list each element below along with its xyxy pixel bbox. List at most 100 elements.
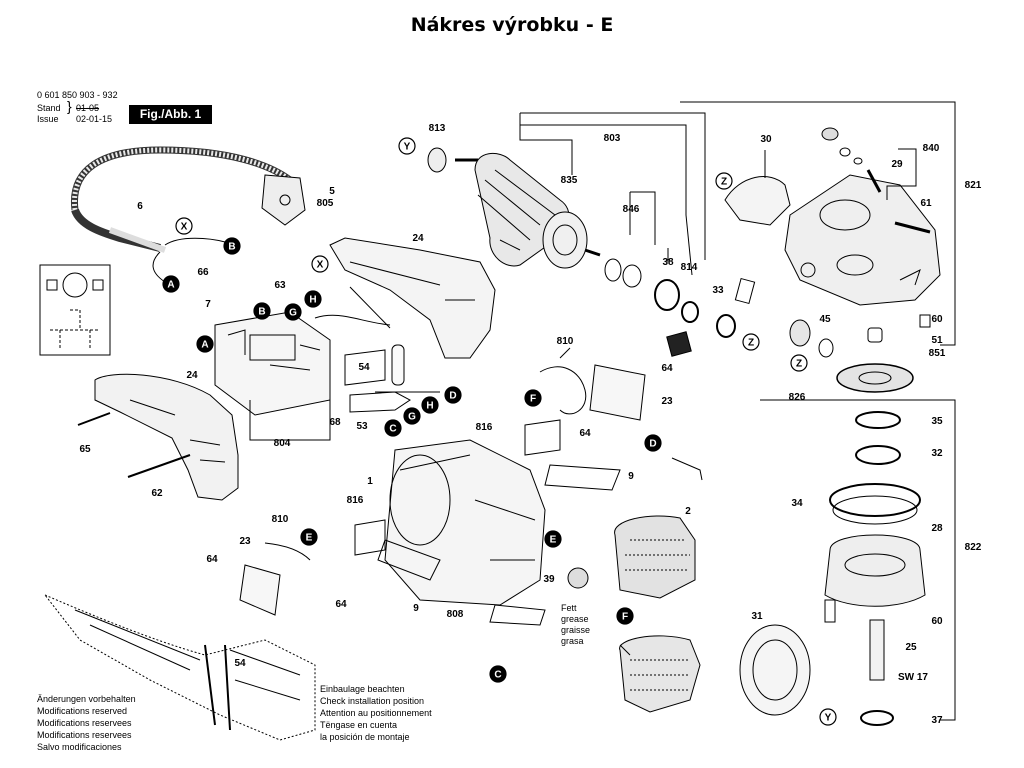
part-number-label: 32 [931, 448, 943, 459]
switch-body-drawing [249, 334, 296, 361]
gear-housing-side-port [836, 254, 874, 276]
connection-marker-circle [444, 386, 462, 404]
leader-822 [760, 399, 956, 721]
connection-marker-circle [304, 290, 322, 308]
part-number-label: 60 [931, 616, 943, 627]
part-852-drawing [666, 331, 692, 357]
leader-810-upper [559, 347, 571, 359]
leader-d-lower [671, 457, 703, 481]
switch-wire [314, 314, 391, 326]
part-number-label: 851 [929, 348, 946, 359]
notice-changes-line: Änderungen vorbehalten [37, 694, 136, 704]
connection-marker-letter: C [389, 424, 396, 435]
part-number-label: 25 [905, 642, 917, 653]
document-number: 0 601 850 903 - 932 [37, 90, 118, 100]
capacitor-54-drawing [391, 344, 405, 386]
part-number-label: 1 [367, 476, 373, 487]
part-number-label: 846 [623, 204, 640, 215]
motor-housing-drawing [384, 439, 546, 606]
grease-note-line: grasa [561, 636, 584, 646]
connection-marker-circle [489, 665, 507, 683]
commutator-fan-inner [552, 224, 578, 256]
switch-schematic-frame [39, 264, 111, 356]
terminal-53-drawing [349, 391, 411, 413]
notice-changes: Änderungen vorbehalten Modifications res… [37, 693, 136, 753]
plug-pin [279, 194, 291, 206]
screw-62-drawing [127, 454, 191, 478]
switch-schematic-block [46, 279, 58, 291]
screw-65-drawing [77, 412, 111, 426]
pinion-drawing [789, 319, 811, 347]
ring-34-drawing [829, 483, 921, 517]
part-number-label: 23 [239, 536, 251, 547]
part-number-label: 810 [272, 514, 289, 525]
part-number-label: 61 [920, 198, 932, 209]
connection-marker-letter: G [289, 308, 297, 319]
bearing-flange-inner [844, 553, 906, 577]
connection-marker-letter: D [649, 439, 656, 450]
connection-marker-letter: E [306, 533, 313, 544]
connection-marker-letter: B [258, 307, 265, 318]
power-cord-texture [71, 147, 292, 211]
connection-marker-circle [403, 407, 421, 425]
notice-installation-line: Tëngase en cuenta [320, 720, 398, 730]
field-coil-lower-drawing [619, 635, 701, 713]
part-number-label: 39 [543, 574, 555, 585]
bearing-35-drawing [855, 411, 901, 429]
connection-marker-letter: A [167, 280, 174, 291]
part-number-label: 816 [347, 495, 364, 506]
field-coil-2-drawing [614, 515, 696, 599]
connection-marker-letter: C [494, 670, 501, 681]
brush-holder-816-lower [354, 519, 386, 556]
part-number-label: 51 [931, 335, 943, 346]
part-39-drawing [567, 567, 589, 589]
part-number-label: 31 [751, 611, 763, 622]
connection-marker-letter: G [408, 412, 416, 423]
connection-marker-circle [311, 255, 329, 273]
spring-840-drawing [839, 147, 851, 157]
connection-marker-circle [421, 396, 439, 414]
connection-marker-circle [284, 303, 302, 321]
connection-marker-circle [524, 389, 542, 407]
part-number-label: 28 [931, 523, 943, 534]
part-number-label: 5 [329, 186, 335, 197]
part-number-label: 63 [274, 280, 286, 291]
commutator-fan-drawing [542, 211, 588, 269]
switch-schematic-block [92, 279, 104, 291]
bush-51-drawing [867, 327, 883, 343]
part-number-label: 810 [557, 336, 574, 347]
spindle-25-drawing [869, 619, 885, 681]
part-number-label: 62 [151, 488, 163, 499]
installation-sketch-wires [204, 644, 231, 731]
part-840-drawing [821, 127, 839, 141]
spindle-lock-pin-drawing [866, 169, 882, 193]
connection-marker-letter: Z [796, 359, 802, 370]
notice-changes-line: Modifications reserved [37, 706, 128, 716]
connection-marker-circle [384, 419, 402, 437]
connection-marker-letter: D [449, 391, 456, 402]
part-number-label: 54 [358, 362, 370, 373]
issue-date: 02-01-15 [76, 114, 113, 124]
part-number-label: SW 17 [898, 672, 928, 683]
part-number-label: 38 [662, 257, 674, 268]
switch-leader [249, 400, 331, 441]
part-number-label: 68 [329, 417, 341, 428]
guard-31-inner [752, 639, 798, 701]
handle-upper-drawing [329, 237, 496, 359]
connection-marker-letter: X [317, 260, 324, 271]
part-814-drawing [681, 301, 699, 323]
lead-wire [164, 237, 226, 246]
flange-nut-37-drawing [860, 710, 894, 726]
part-number-label: 7 [205, 299, 211, 310]
connection-marker-circle [644, 434, 662, 452]
connection-marker-letter: A [201, 340, 208, 351]
needle-bearing-38-drawing [654, 279, 680, 311]
switch-schematic-wiring [50, 309, 100, 350]
part-number-label: 24 [412, 233, 424, 244]
handle-upper-detail [349, 261, 475, 301]
brush-holder-816-upper [524, 419, 561, 456]
connection-marker-circle [819, 708, 837, 726]
